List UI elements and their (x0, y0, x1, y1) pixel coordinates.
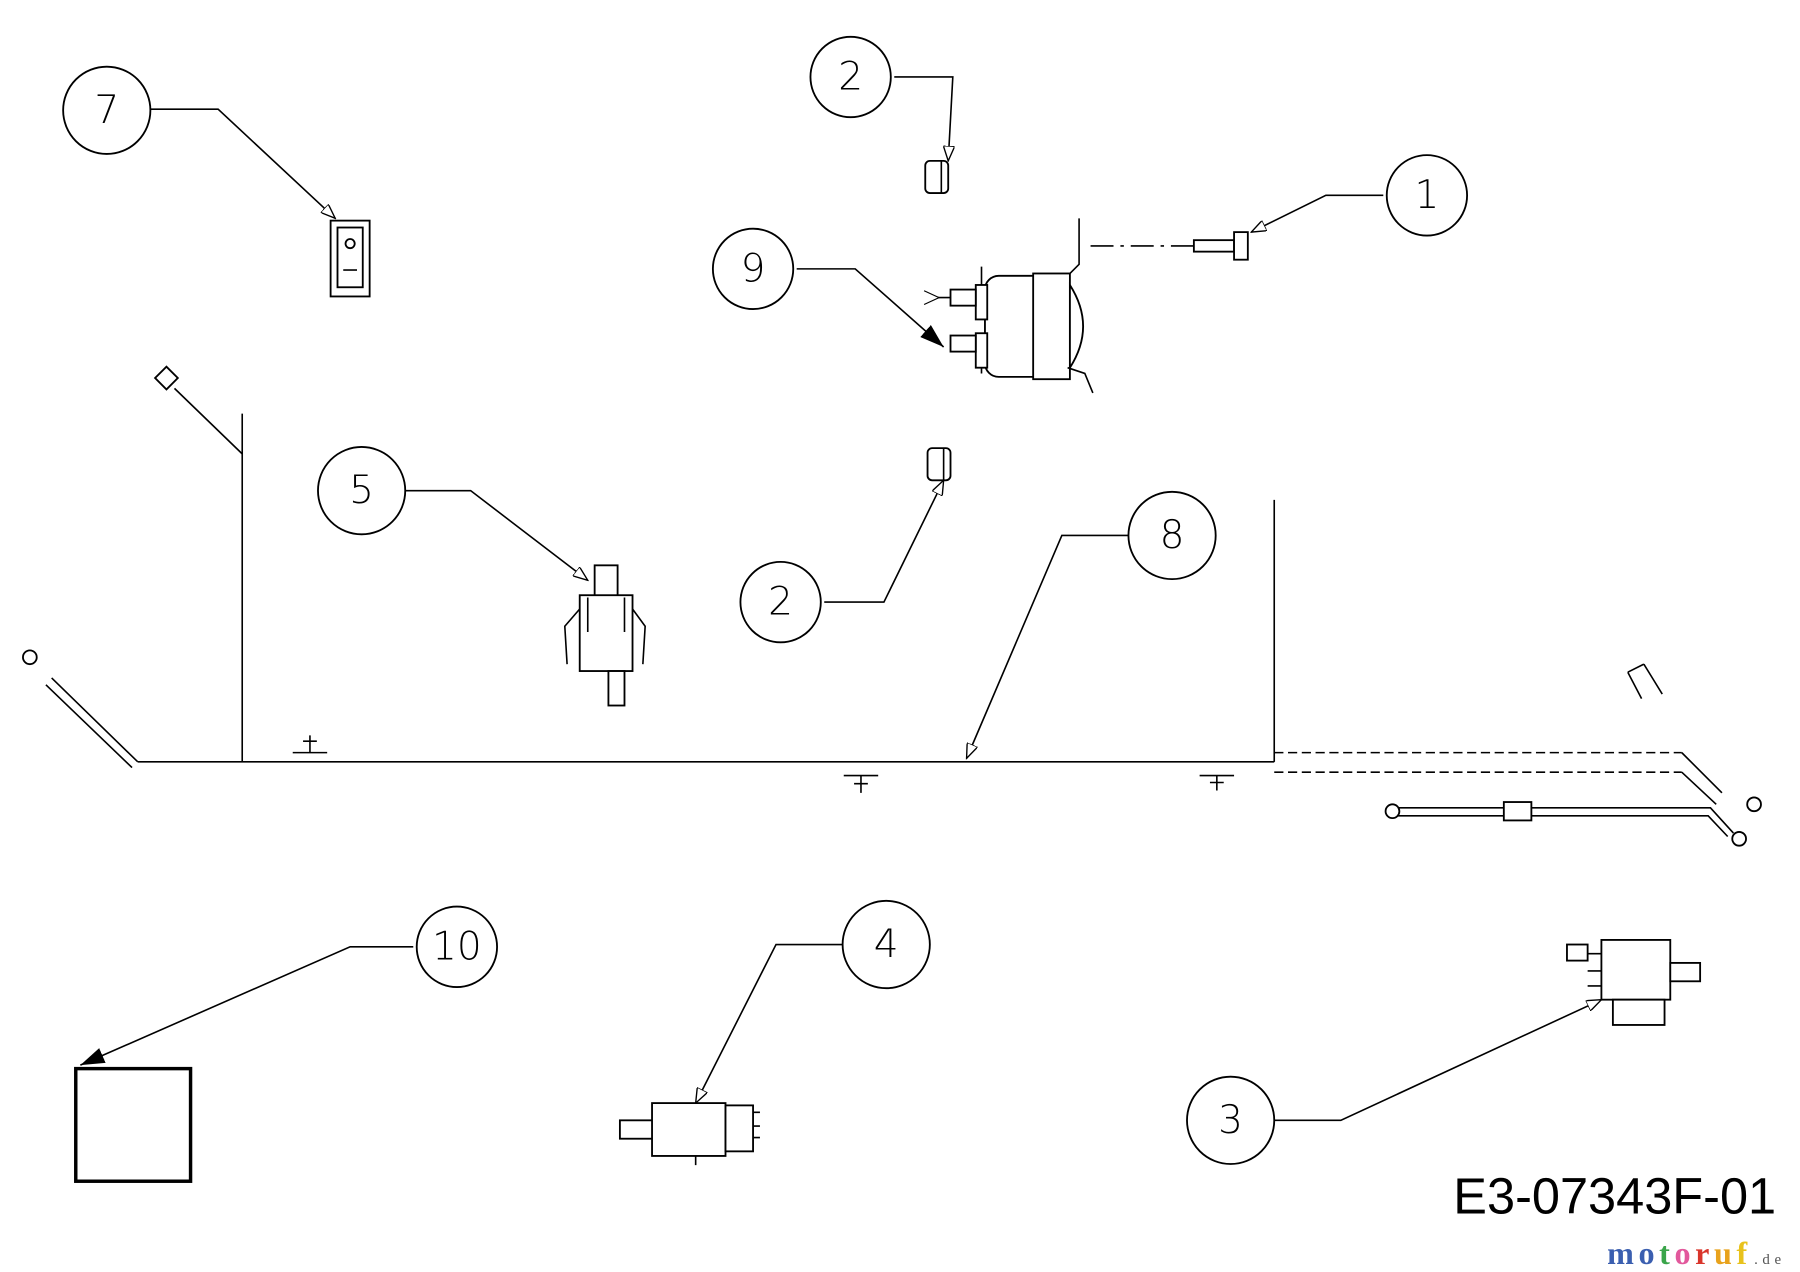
watermark-letter: o (1639, 1235, 1660, 1271)
callout-10[interactable]: 10 (80, 905, 498, 1066)
interlock-switch (618, 1102, 760, 1166)
fuse-middle (926, 447, 952, 482)
plunger-switch (563, 564, 646, 707)
relay (1566, 939, 1702, 1026)
callout-4[interactable]: 4 (696, 899, 931, 1103)
watermark-suffix: .de (1754, 1252, 1786, 1268)
watermark-letter: o (1674, 1235, 1695, 1271)
callout-7[interactable]: 7 (62, 65, 335, 219)
watermark-letter: m (1607, 1235, 1638, 1271)
callout-9[interactable]: 9 (711, 227, 945, 348)
drawing-code: E3-07343F-01 (1453, 1167, 1776, 1224)
callout-label: 4 (874, 922, 899, 967)
callout-1[interactable]: 1 (1251, 154, 1469, 237)
callout-label: 10 (432, 924, 482, 969)
watermark-letter: t (1659, 1235, 1674, 1271)
bolt (1090, 231, 1249, 261)
callout-label: 3 (1218, 1098, 1243, 1143)
callout-label: 9 (741, 246, 766, 291)
watermark-letter: u (1714, 1235, 1736, 1271)
watermark: motoruf.de (1607, 1235, 1786, 1271)
callout-label: 7 (94, 88, 119, 133)
fuse-top (924, 159, 950, 194)
callout-5[interactable]: 5 (317, 446, 588, 580)
callout-2-top[interactable]: 2 (809, 35, 952, 161)
rocker-switch (329, 219, 371, 298)
callout-2-middle[interactable]: 2 (739, 480, 943, 644)
callout-label: 1 (1414, 173, 1439, 218)
callout-label: 2 (838, 54, 863, 99)
module-box (74, 1066, 193, 1183)
callout-3[interactable]: 3 (1186, 1000, 1601, 1165)
callout-label: 5 (349, 468, 374, 513)
callout-label: 8 (1160, 513, 1185, 558)
solenoid (923, 218, 1094, 394)
callout-8[interactable]: 8 (967, 490, 1217, 759)
wiring-harness (22, 365, 1762, 847)
watermark-letter: f (1736, 1235, 1751, 1271)
callout-label: 2 (768, 580, 793, 625)
watermark-letter: r (1695, 1235, 1714, 1271)
